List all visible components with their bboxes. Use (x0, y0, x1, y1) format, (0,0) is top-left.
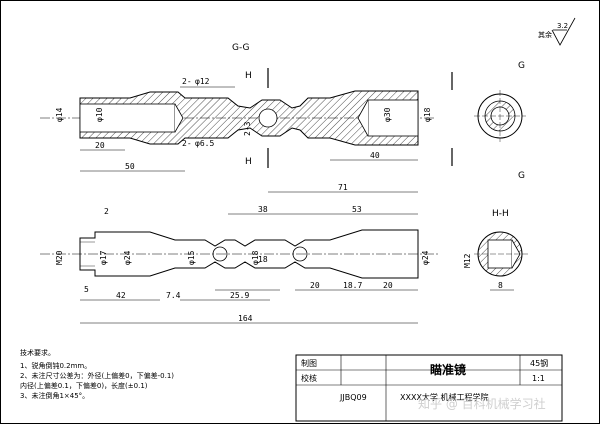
title-block: 制图 校核 瞄准镜 45钢 1:1 JJBQ09 XXXX大学 机械工程学院 (295, 354, 563, 422)
gg-dim-50: 50 (125, 162, 135, 171)
gg-dim-hole2-bottom: 2- (182, 139, 192, 148)
section-gg-title: G-G (232, 43, 250, 53)
roughness-symbol: 其余 3.2 (538, 17, 576, 46)
front-dim-5: 5 (84, 285, 89, 294)
front-dim-38: 38 (258, 205, 268, 214)
section-hh: H-H M12 8 (463, 209, 528, 291)
technical-notes: 技术要求。 1、锐角倒钝0.2mm。 2、未注尺寸公差为：外径(上偏差0，下偏差… (20, 348, 174, 400)
watermark: 知乎 @ 百科机械学习社 (418, 396, 546, 411)
gg-dim-71: 71 (338, 183, 348, 192)
end-view-g (474, 90, 526, 142)
gg-dim-d30: φ30 (383, 107, 392, 122)
front-dim-2: 2 (104, 207, 109, 216)
notes-line-2: 2、未注尺寸公差为：外径(上偏差0，下偏差-0.1) (20, 371, 174, 380)
front-dim-d18: φ18 (251, 250, 260, 265)
front-dim-d17: φ17 (99, 250, 108, 265)
tb-drafted: 制图 (301, 358, 317, 368)
front-dim-18: 18 (258, 255, 268, 264)
gg-dim-40: 40 (370, 151, 380, 160)
roughness-other-label: 其余 (538, 30, 552, 39)
gg-dim-d12: φ12 (195, 77, 210, 86)
gg-dim-d18: φ18 (423, 107, 432, 122)
front-dim-d24-left: φ24 (123, 250, 132, 265)
front-dim-18-7: 18.7 (343, 281, 362, 290)
front-dim-164: 164 (238, 314, 253, 323)
notes-line-1: 1、锐角倒钝0.2mm。 (20, 361, 91, 370)
front-dim-42: 42 (116, 291, 126, 300)
front-hole-2 (292, 246, 308, 262)
front-body (79, 229, 419, 279)
roughness-value: 3.2 (557, 22, 568, 30)
tb-drawing-no: JJBQ09 (339, 393, 367, 402)
front-dim-20b: 20 (383, 281, 393, 290)
tb-checked: 校核 (301, 373, 317, 383)
front-dim-d15: φ15 (187, 250, 196, 265)
gg-dim-d10-left: φ10 (95, 107, 104, 122)
notes-line-4: 3、未注倒角1×45°。 (20, 391, 89, 400)
gg-dim-d14: φ14 (55, 107, 64, 122)
notes-line-3: 内径(上偏差0.1，下偏差0)，长度(±0.1) (20, 381, 148, 390)
gg-left-bore (79, 103, 176, 133)
notes-heading: 技术要求。 (20, 348, 55, 357)
section-hh-title: H-H (492, 209, 509, 219)
front-dim-7-4: 7.4 (166, 291, 181, 300)
hh-dim-8: 8 (498, 281, 503, 290)
gg-dim-20: 20 (95, 141, 105, 150)
tb-school: XXXX大学 机械工程学院 (400, 392, 488, 402)
front-hole-1 (212, 246, 228, 262)
front-dim-d24-right: φ24 (421, 250, 430, 265)
tb-material: 45钢 (530, 358, 548, 368)
gg-cut-label-bottom: H (245, 157, 252, 167)
front-dim-20a: 20 (310, 281, 320, 290)
front-view: 2 M20 φ17 φ24 φ15 φ18 φ24 38 53 18 5 42 … (40, 205, 440, 324)
front-dim-53: 53 (352, 205, 362, 214)
gg-dim-2-3: 2-3 (243, 121, 252, 136)
tb-part-name: 瞄准镜 (430, 362, 466, 377)
gg-center-hole (258, 108, 278, 128)
tb-scale: 1:1 (532, 374, 545, 383)
gg-view-label-bottom: G (518, 171, 525, 181)
front-dim-25-9: 25.9 (230, 291, 249, 300)
gg-cut-label-top: H (245, 71, 252, 81)
gg-right-bore (367, 99, 419, 137)
gg-view-label-top: G (518, 61, 525, 71)
hh-dim-m12: M12 (463, 253, 472, 268)
front-dim-m20: M20 (55, 250, 64, 265)
gg-dim-d6-5: φ6.5 (195, 139, 214, 148)
section-gg: G-G φ14 φ10 2- φ12 2- φ6.5 2-3 φ30 φ18 2… (40, 43, 525, 193)
gg-dim-hole2-top: 2- (182, 77, 192, 86)
